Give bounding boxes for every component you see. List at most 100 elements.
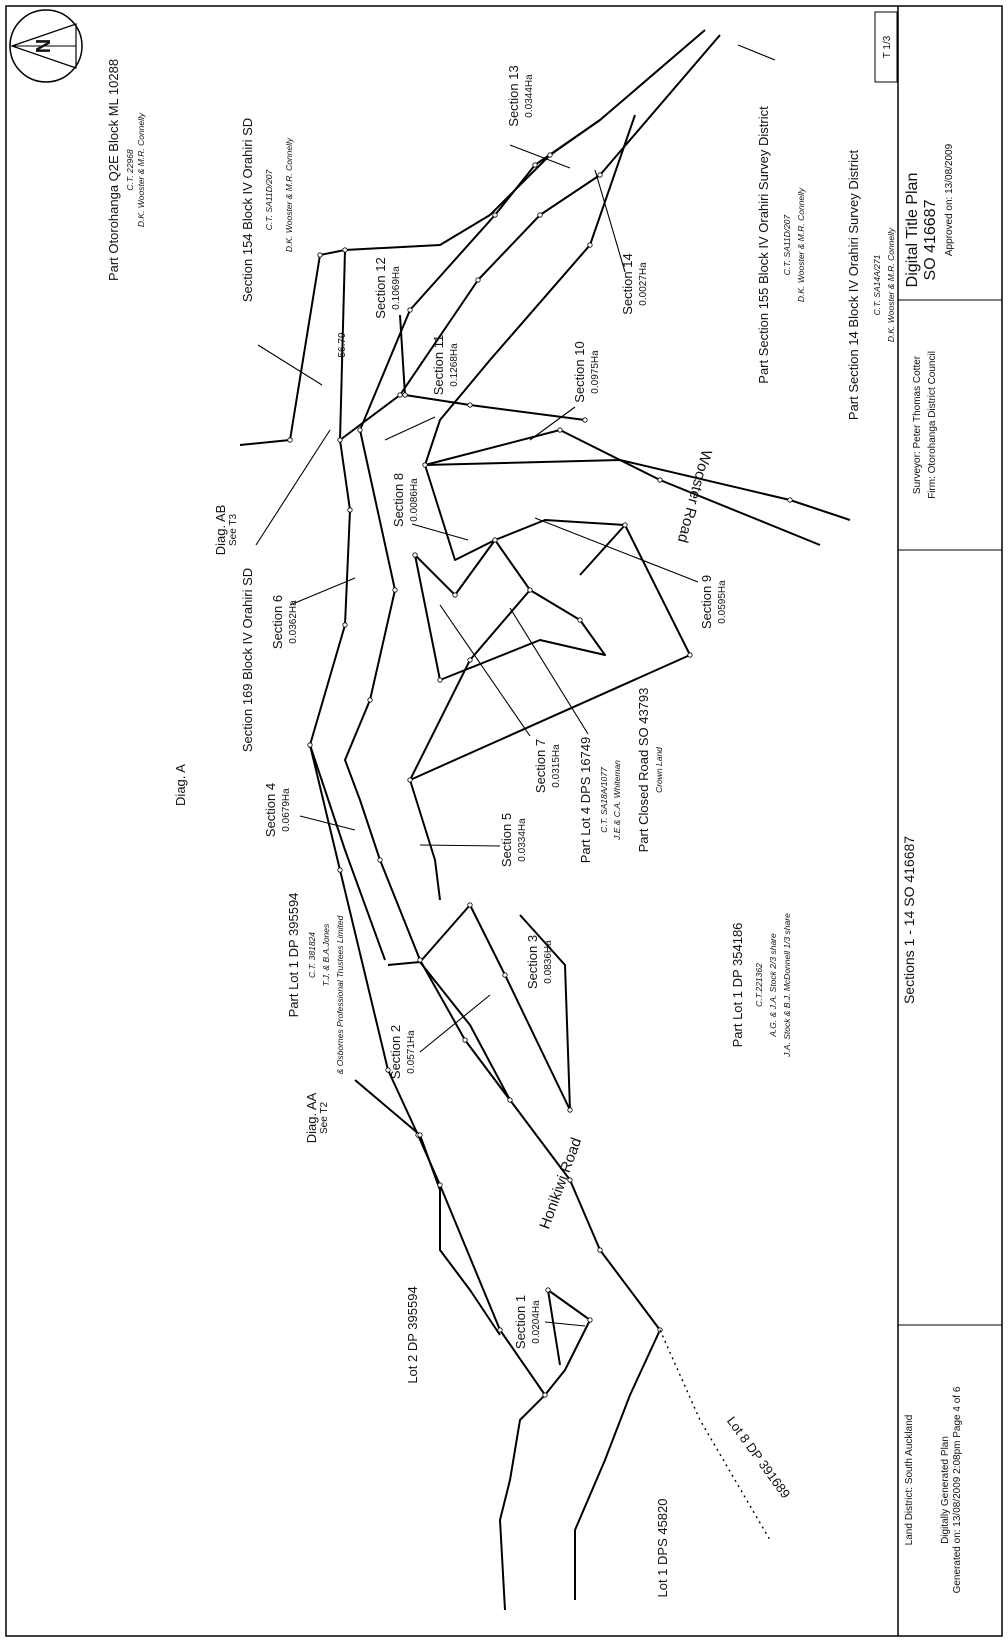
svg-text:Section 5: Section 5: [499, 813, 514, 867]
svg-text:C.T. SA11D/207: C.T. SA11D/207: [782, 214, 792, 275]
svg-text:Section 8: Section 8: [391, 473, 406, 527]
parcel-s14: Part Section 14 Block IV Orahiri Survey …: [846, 150, 896, 421]
plan-type: Digital Title Plan: [904, 173, 921, 288]
svg-text:T.J. & B.A.Jones: T.J. & B.A.Jones: [321, 923, 331, 986]
parcel-lot2-395594: Lot 2 DP 395594: [405, 1286, 420, 1383]
svg-text:Section 4: Section 4: [263, 783, 278, 837]
svg-text:Part Lot 1 DP 395594: Part Lot 1 DP 395594: [286, 893, 301, 1018]
svg-text:0.0027Ha: 0.0027Ha: [638, 262, 649, 306]
svg-text:C.T.221362: C.T.221362: [754, 963, 764, 1007]
svg-text:J.A. Stock & B.J. McDonnell 1/: J.A. Stock & B.J. McDonnell 1/3 share: [782, 913, 792, 1058]
svg-text:J.E.& C.A. Whiteman: J.E.& C.A. Whiteman: [612, 760, 622, 841]
svg-text:Section 154 Block IV Orahiri S: Section 154 Block IV Orahiri SD: [240, 118, 255, 302]
svg-text:0.0086Ha: 0.0086Ha: [409, 478, 420, 522]
svg-text:0.0975Ha: 0.0975Ha: [590, 350, 601, 394]
section-11-label: Section 11 0.1268Ha: [431, 335, 460, 395]
road-labels: Honikiwi Road Wooster Road: [536, 448, 715, 1232]
survey-pegs: [287, 152, 793, 1398]
firm: Firm: Otorohanga District Council: [927, 351, 938, 499]
svg-text:Crown Land: Crown Land: [654, 747, 664, 793]
surveyor: Surveyor: Peter Thomas Cotter: [912, 355, 923, 494]
section-labels: Section 1 0.0204Ha Section 2 0.0571Ha Se…: [263, 65, 728, 1349]
svg-text:Section 1: Section 1: [513, 1295, 528, 1349]
generated-title: Digitally Generated Plan: [940, 1436, 951, 1544]
svg-text:0.1268Ha: 0.1268Ha: [449, 343, 460, 387]
svg-text:C.T. SA14A/271: C.T. SA14A/271: [872, 254, 882, 315]
dimension-label: 56.79: [337, 332, 348, 357]
svg-text:0.0315Ha: 0.0315Ha: [551, 744, 562, 788]
svg-text:D.K. Wooster & M.R. Connelly: D.K. Wooster & M.R. Connelly: [136, 112, 146, 227]
parcel-lot1-45820: Lot 1 DPS 45820: [655, 1498, 670, 1597]
sections-title: Sections 1 - 14 SO 416687: [901, 836, 917, 1004]
dotted-boundary: [659, 1329, 771, 1541]
parcel-s155: Part Section 155 Block IV Orahiri Survey…: [756, 106, 806, 384]
approved-date: Approved on: 13/08/2009: [944, 143, 955, 256]
parcel-s154: Section 154 Block IV Orahiri SD C.T. SA1…: [240, 118, 294, 302]
parcel-otorohanga: Part Otorohanga Q2E Block ML 10288 C.T. …: [106, 59, 146, 281]
section-14-label: Section 14 0.0027Ha: [620, 253, 649, 314]
sheet-ref-box: T 1/3: [874, 11, 898, 83]
sheet-border: [5, 5, 1003, 1637]
svg-text:0.0679Ha: 0.0679Ha: [281, 788, 292, 832]
section-10-label: Section 10 0.0975Ha: [572, 341, 601, 402]
svg-text:Section 9: Section 9: [699, 575, 714, 629]
svg-text:Section 7: Section 7: [533, 739, 548, 793]
road-honikiwi: Honikiwi Road: [536, 1136, 585, 1232]
parcel-lot1-395594: Part Lot 1 DP 395594 C.T. 381824 T.J. & …: [286, 893, 345, 1075]
road-wooster: Wooster Road: [674, 448, 715, 545]
generated-on: Generated on: 13/08/2009 2:08pm Page 4 o…: [952, 1386, 963, 1593]
svg-text:Section 12: Section 12: [373, 257, 388, 318]
section-5-label: Section 5 0.0334Ha: [499, 813, 528, 867]
svg-text:C.T. 381824: C.T. 381824: [307, 932, 317, 978]
section-7-label: Section 7 0.0315Ha: [533, 739, 562, 793]
plan-number: SO 416687: [922, 199, 939, 280]
parcel-s169: Section 169 Block IV Orahiri SD: [240, 568, 255, 752]
diag-aa-label: Diag. AA: [304, 1092, 319, 1143]
svg-text:& Osbornes Professional Truste: & Osbornes Professional Trustees Limited: [335, 915, 345, 1074]
svg-text:D.K. Wooster & M.R. Connelly: D.K. Wooster & M.R. Connelly: [886, 227, 896, 342]
sheet-ref: T 1/3: [882, 35, 893, 58]
svg-text:0.0362Ha: 0.0362Ha: [288, 600, 299, 644]
svg-text:Section 11: Section 11: [431, 335, 446, 395]
section-4-label: Section 4 0.0679Ha: [263, 783, 292, 837]
diag-aa-see: See T2: [319, 1102, 330, 1134]
svg-text:Part Lot 1 DP 354186: Part Lot 1 DP 354186: [730, 923, 745, 1048]
svg-text:Section 6: Section 6: [270, 595, 285, 649]
svg-text:Part Section 155 Block IV Orah: Part Section 155 Block IV Orahiri Survey…: [756, 106, 771, 384]
svg-text:0.0334Ha: 0.0334Ha: [517, 818, 528, 862]
section-12-label: Section 12 0.1069Ha: [373, 257, 402, 318]
svg-text:Section 2: Section 2: [388, 1025, 403, 1079]
svg-text:Section 3: Section 3: [525, 935, 540, 989]
section-13-label: Section 13 0.0344Ha: [506, 65, 535, 126]
svg-text:0.0344Ha: 0.0344Ha: [524, 74, 535, 118]
parcel-lot1-354186: Part Lot 1 DP 354186 C.T.221362 A.G. & J…: [730, 913, 792, 1058]
diagram-labels: Diag. A Diag. AA See T2 Diag. AB See T3: [173, 505, 330, 1144]
svg-text:0.0204Ha: 0.0204Ha: [531, 1300, 542, 1344]
north-arrow-icon: N: [9, 9, 83, 83]
svg-text:0.1069Ha: 0.1069Ha: [391, 266, 402, 310]
svg-text:Part Section 14 Block IV Orahi: Part Section 14 Block IV Orahiri Survey …: [846, 150, 861, 421]
section-1-label: Section 1 0.0204Ha: [513, 1295, 542, 1349]
svg-text:Section 13: Section 13: [506, 65, 521, 126]
land-district: Land District: South Auckland: [904, 1415, 915, 1546]
section-2-label: Section 2 0.0571Ha: [388, 1025, 417, 1079]
parcel-closed-road: Part Closed Road SO 43793 Crown Land: [636, 688, 664, 853]
section-9-label: Section 9 0.0595Ha: [699, 575, 728, 629]
svg-text:A.G. & J.A. Stock 2/3 share: A.G. & J.A. Stock 2/3 share: [768, 933, 778, 1038]
svg-text:Section 169 Block IV Orahiri S: Section 169 Block IV Orahiri SD: [240, 568, 255, 752]
north-arrow-letter: N: [33, 39, 55, 53]
section-3-label: Section 3 0.0836Ha: [525, 935, 554, 989]
diag-ab-label: Diag. AB: [213, 505, 228, 556]
svg-text:Part Otorohanga Q2E Block ML 1: Part Otorohanga Q2E Block ML 10288: [106, 59, 121, 281]
parcel-lot4-16749: Part Lot 4 DPS 16749 C.T. SA18A/1077 J.E…: [578, 737, 622, 863]
parcel-lot8-391689: Lot 8 DP 391689: [724, 1414, 793, 1502]
svg-text:0.0595Ha: 0.0595Ha: [717, 580, 728, 624]
parcel-labels: Part Otorohanga Q2E Block ML 10288 C.T. …: [106, 59, 896, 1598]
svg-text:Section 14: Section 14: [620, 253, 635, 314]
svg-text:D.K. Wooster & M.R. Connelly: D.K. Wooster & M.R. Connelly: [284, 137, 294, 252]
diag-a-label: Diag. A: [173, 764, 188, 806]
svg-text:0.0571Ha: 0.0571Ha: [406, 1030, 417, 1074]
svg-text:Part Lot 4 DPS 16749: Part Lot 4 DPS 16749: [578, 737, 593, 863]
pointer-arrows: [255, 44, 776, 1327]
